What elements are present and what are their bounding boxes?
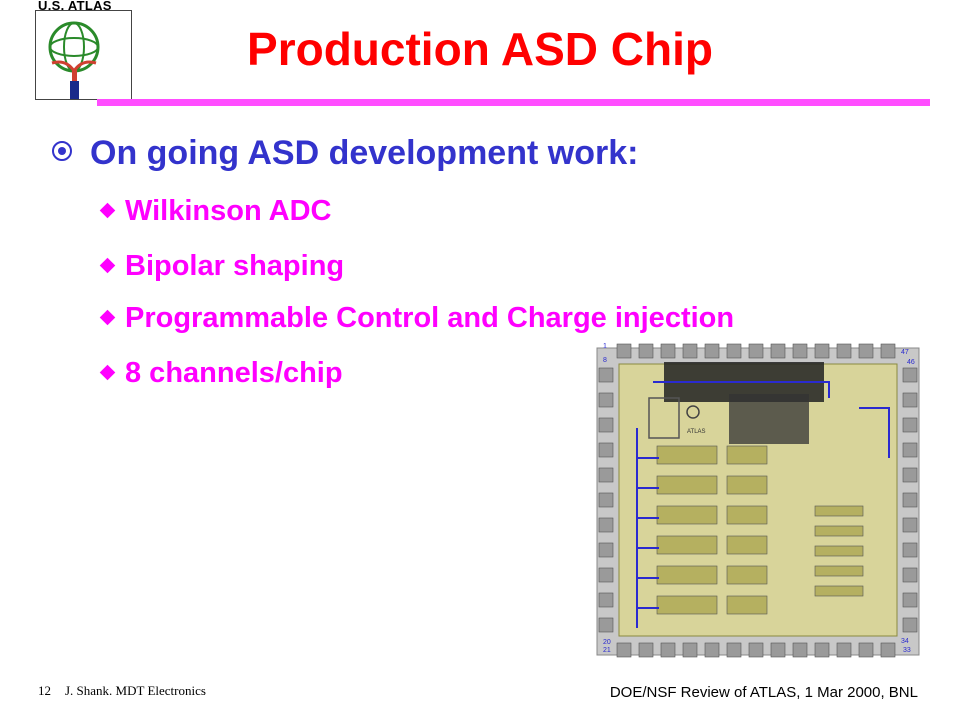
us-atlas-logo bbox=[35, 10, 132, 100]
channel-blocks bbox=[656, 445, 864, 615]
sub-bullet-text: Bipolar shaping bbox=[125, 250, 345, 282]
sub-bullet: Wilkinson ADC bbox=[99, 195, 332, 228]
title-divider bbox=[97, 99, 930, 106]
pad-number: 46 bbox=[907, 359, 915, 366]
die-label: ATLAS bbox=[687, 429, 706, 435]
diamond-bullet-icon bbox=[99, 364, 116, 381]
slide-title: Production ASD Chip bbox=[247, 23, 713, 75]
pad-number: 1 bbox=[603, 343, 607, 350]
sub-bullet-text: 8 channels/chip bbox=[125, 357, 343, 389]
bond-pads-bottom bbox=[616, 642, 896, 658]
pad-number: 20 bbox=[603, 639, 611, 646]
atlas-figure-icon bbox=[48, 21, 100, 99]
sub-bullet-text: Programmable Control and Charge injectio… bbox=[125, 302, 735, 334]
diamond-bullet-icon bbox=[99, 202, 116, 219]
diamond-bullet-icon bbox=[99, 257, 116, 274]
main-bullet: On going ASD development work: bbox=[52, 134, 638, 173]
logo-label: U.S. ATLAS bbox=[38, 0, 112, 13]
pad-number: 8 bbox=[603, 357, 607, 364]
pad-number: 34 bbox=[901, 638, 909, 645]
sub-bullet: 8 channels/chip bbox=[99, 357, 343, 390]
blue-traces bbox=[636, 381, 890, 628]
pad-numbers: 1 47 46 8 20 21 34 33 bbox=[603, 343, 915, 654]
footer-left: 12 J. Shank. MDT Electronics bbox=[38, 683, 206, 699]
sub-bullet: Programmable Control and Charge injectio… bbox=[99, 302, 735, 335]
bond-pads-top bbox=[616, 343, 896, 359]
footer-event: DOE/NSF Review of ATLAS, 1 Mar 2000, BNL bbox=[609, 684, 918, 701]
pad-number: 33 bbox=[903, 647, 911, 654]
pad-number: 21 bbox=[603, 647, 611, 654]
circle-bullet-icon bbox=[52, 141, 72, 161]
page-number: 12 bbox=[38, 683, 51, 698]
bond-pads-left bbox=[598, 367, 614, 633]
sub-bullet: Bipolar shaping bbox=[99, 250, 345, 283]
bond-pads-right bbox=[902, 367, 918, 633]
chip-layout-image: ATLAS 1 47 46 8 20 21 34 33 bbox=[589, 338, 927, 663]
pad-number: 47 bbox=[901, 349, 909, 356]
diamond-bullet-icon bbox=[99, 309, 116, 326]
footer-author: J. Shank. MDT Electronics bbox=[65, 683, 206, 698]
sub-bullet-text: Wilkinson ADC bbox=[125, 195, 332, 227]
main-bullet-text: On going ASD development work: bbox=[90, 134, 639, 172]
